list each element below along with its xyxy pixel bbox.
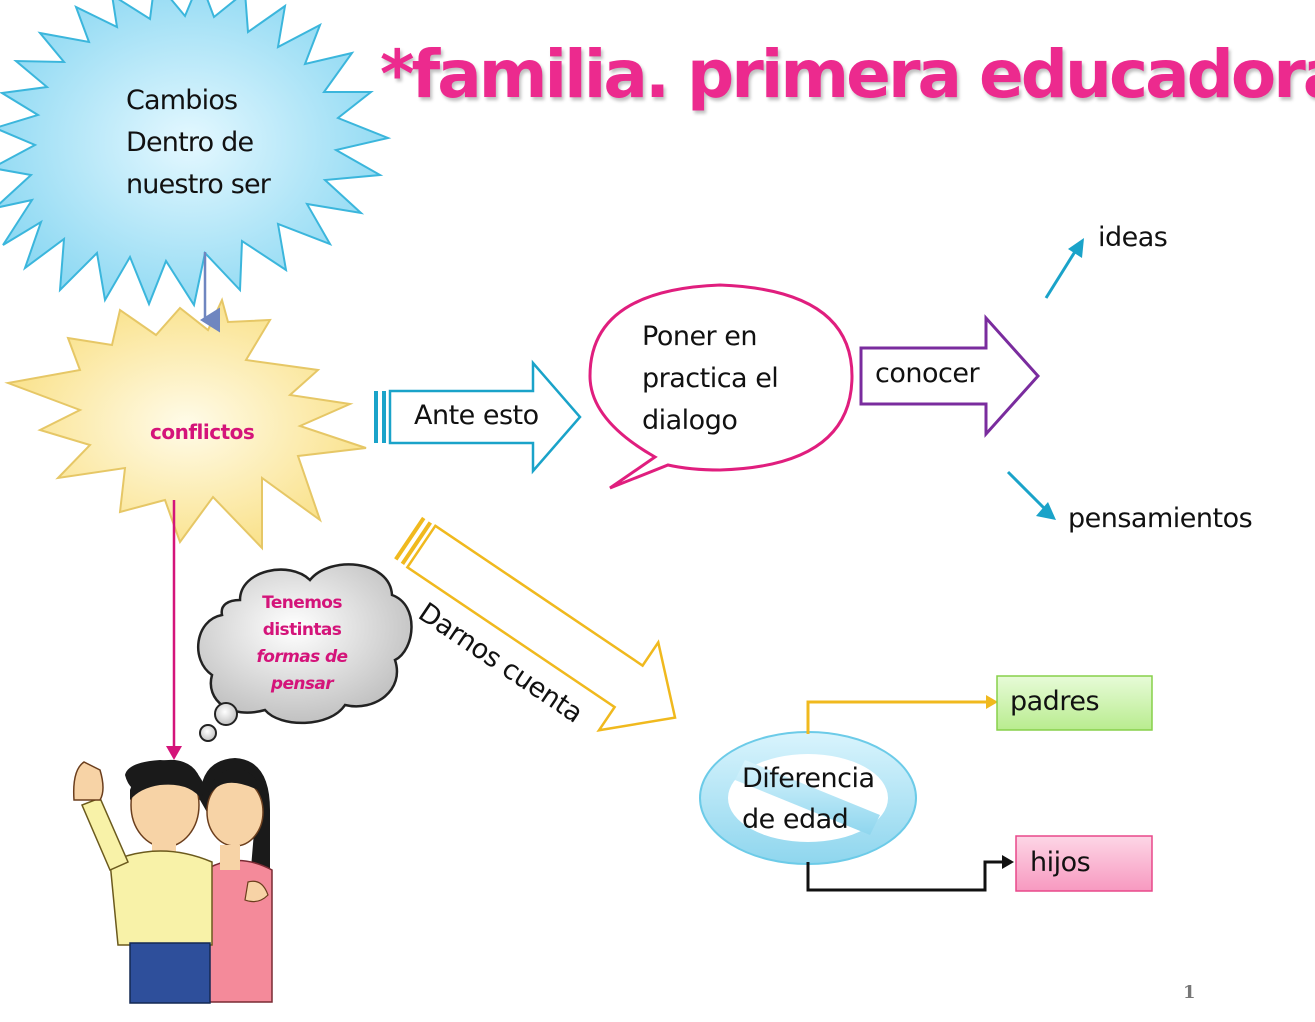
poner-line-1: Poner en — [642, 321, 757, 352]
page-title: *familia. primera educadora! — [380, 36, 1315, 113]
diferencia-no-symbol — [699, 731, 917, 865]
conflictos-starburst — [4, 297, 367, 551]
ante-esto-label: Ante esto — [414, 400, 539, 431]
page-number: 1 — [1183, 982, 1196, 1003]
cambios-line-3: nuestro ser — [126, 169, 271, 200]
tenemos-line-2: distintas — [262, 620, 342, 640]
conocer-arrow — [859, 314, 1041, 438]
tenemos-line-4: pensar — [270, 674, 334, 694]
connector-to-hijos — [806, 855, 1014, 892]
poner-speech-bubble — [588, 283, 854, 490]
conocer-label: conocer — [875, 358, 980, 389]
cambios-line-2: Dentro de — [126, 127, 254, 158]
hijos-box — [1015, 835, 1153, 892]
arrow-to-pensamientos — [1006, 470, 1056, 520]
tenemos-text: Tenemos distintas formas de pensar — [222, 590, 382, 698]
diferencia-text: Diferencia de edad — [742, 758, 875, 840]
connector-to-padres — [806, 695, 998, 734]
cambios-starburst — [0, 0, 392, 308]
poner-line-2: practica el — [642, 363, 779, 394]
ante-esto-arrow — [374, 359, 582, 475]
diferencia-line-2: de edad — [742, 804, 849, 835]
tenemos-line-3: formas de — [256, 647, 349, 667]
tenemos-line-1: Tenemos — [262, 593, 342, 613]
padres-box — [996, 675, 1153, 731]
tenemos-thought-cloud — [196, 563, 413, 742]
couple-illustration — [72, 758, 273, 1004]
padres-label: padres — [1010, 686, 1100, 717]
connector-conflictos-couple-head — [166, 746, 182, 760]
poner-text: Poner en practica el dialogo — [642, 316, 779, 442]
arrow-to-ideas — [1044, 238, 1084, 299]
cambios-text: Cambios Dentro de nuestro ser — [126, 80, 326, 206]
cambios-line-1: Cambios — [126, 85, 238, 116]
conflictos-label: conflictos — [150, 420, 255, 444]
diferencia-line-1: Diferencia — [742, 763, 875, 794]
poner-line-3: dialogo — [642, 405, 738, 436]
pensamientos-label: pensamientos — [1068, 503, 1253, 534]
darnos-cuenta-arrow — [394, 516, 677, 732]
hijos-label: hijos — [1030, 847, 1091, 878]
ideas-label: ideas — [1098, 222, 1168, 253]
